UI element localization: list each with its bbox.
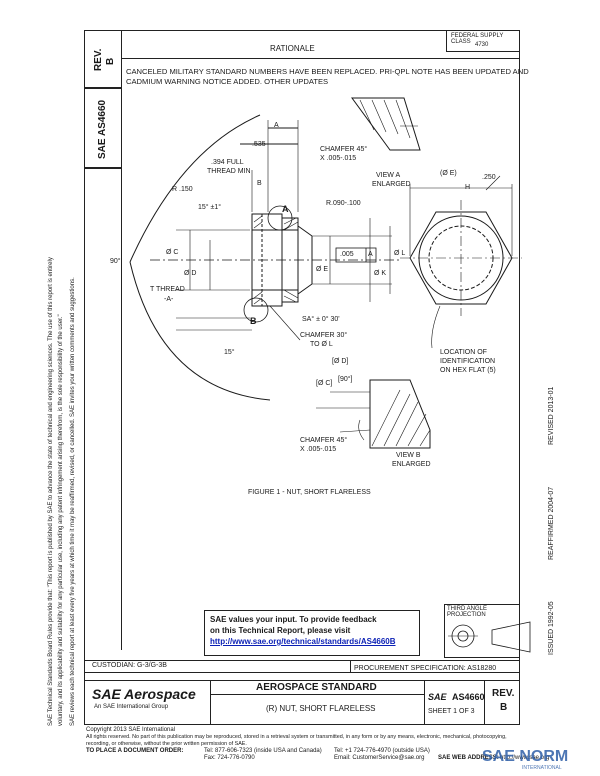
detail-label-b: B — [250, 316, 257, 326]
dim-250: .250 — [482, 174, 496, 181]
dia-e: Ø E — [316, 266, 329, 273]
tol-005: .005 — [340, 251, 354, 258]
chamfer45b-1: CHAMFER 45° — [300, 437, 348, 444]
deg15: 15° — [224, 349, 235, 356]
rights: All rights reserved. No part of this pub… — [86, 734, 507, 740]
email: Email: CustomerService@sae.org — [334, 755, 425, 761]
tel-1: Tel: 877-606-7323 (inside USA and Canada… — [204, 748, 322, 754]
chamfer30-2: TO Ø L — [310, 341, 333, 348]
sae-norm-watermark: SAE NORM INTERNATIONAL — [482, 748, 592, 772]
watermark-text: SAE NORM — [482, 748, 569, 765]
title-block — [84, 660, 520, 725]
tb-rev-value: B — [500, 702, 508, 713]
sheet-number: SHEET 1 OF 3 — [428, 708, 475, 715]
dia-d: Ø D — [184, 270, 197, 277]
dia-l: Ø L — [394, 250, 406, 257]
projection-label: THIRD ANGLE PROJECTION — [447, 606, 488, 618]
thread-t: T THREAD — [150, 286, 185, 293]
tb-divider-5 — [424, 680, 425, 725]
tb-doc-number: AS4660 — [452, 692, 485, 702]
chamfer45b-2: X .005-.015 — [300, 446, 337, 453]
dim-h: H — [465, 184, 471, 191]
projection-box: THIRD ANGLE PROJECTION — [444, 604, 520, 658]
federal-supply-code: 4730 — [475, 42, 489, 48]
view-b-1: VIEW B — [396, 452, 421, 459]
tb-divider-7 — [210, 694, 424, 695]
dim-535: .535 — [252, 141, 266, 148]
federal-supply-box: FEDERAL SUPPLY CLASS 4730 — [446, 30, 520, 52]
dim-a: A — [274, 122, 279, 129]
chamfer30-1: CHAMFER 30° — [300, 332, 348, 339]
view-a-1: VIEW A — [376, 172, 401, 179]
copyright: Copyright 2013 SAE International — [86, 727, 176, 733]
tb-rev-label: REV. — [492, 688, 515, 699]
doc-title: (R) NUT, SHORT FLARELESS — [266, 704, 376, 713]
header-divider — [122, 58, 520, 59]
column-divider — [121, 30, 122, 650]
figure-caption: FIGURE 1 - NUT, SHORT FLARELESS — [248, 489, 371, 496]
tel-2: Tel: +1 724-776-4970 (outside USA) — [334, 748, 430, 754]
tol-a: A — [368, 251, 373, 258]
dia-d2: [Ø D] — [332, 358, 349, 365]
dim-b: B — [257, 180, 262, 187]
r090: R.090-.100 — [326, 200, 361, 207]
feedback-line-1: SAE values your input. To provide feedba… — [210, 615, 377, 624]
chamfer45-2: X .005-.015 — [320, 155, 357, 162]
deg90: 90° — [110, 258, 121, 265]
watermark-sub: INTERNATIONAL — [522, 765, 562, 771]
feedback-link[interactable]: http://www.sae.org/technical/standards/A… — [210, 637, 396, 646]
rationale-heading: RATIONALE — [270, 44, 315, 53]
deg15-1: 15° ±1° — [198, 204, 222, 211]
deg90-2: [90°] — [338, 376, 353, 383]
tb-divider-6 — [484, 680, 485, 725]
brand-subtitle: An SAE International Group — [94, 704, 169, 710]
procurement: PROCUREMENT SPECIFICATION: AS18280 — [354, 665, 497, 672]
tb-divider-1 — [350, 660, 351, 672]
rights-2: recording, or otherwise, without the pri… — [86, 741, 247, 747]
r150: R .150 — [172, 186, 193, 193]
rationale-text-1: CANCELED MILITARY STANDARD NUMBERS HAVE … — [126, 67, 529, 76]
location-3: ON HEX FLAT (5) — [440, 367, 496, 374]
detail-label-a: A — [282, 204, 289, 214]
location-2: IDENTIFICATION — [440, 358, 496, 365]
tb-divider-3 — [84, 680, 520, 681]
dim-394: .394 FULL — [211, 159, 244, 166]
federal-supply-label: FEDERAL SUPPLY CLASS — [451, 33, 504, 45]
dia-e2: (Ø E) — [440, 170, 457, 177]
standard-title: AEROSPACE STANDARD — [256, 682, 377, 693]
fax: Fax: 724-776-0790 — [204, 755, 255, 761]
chamfer45-1: CHAMFER 45° — [320, 146, 368, 153]
dia-k: Ø K — [374, 270, 387, 277]
angle-arc-90-top — [129, 114, 261, 263]
web-label: SAE WEB ADDRESS: — [438, 755, 499, 761]
sa-angle: SA° ± 0° 30' — [302, 316, 340, 323]
dia-c: Ø C — [166, 249, 179, 256]
tb-divider-4 — [210, 680, 211, 725]
divider — [84, 168, 122, 169]
web-url[interactable]: http://www.sae.org — [500, 755, 550, 761]
angle-arc-90 — [129, 261, 271, 401]
tb-divider-2 — [84, 672, 520, 673]
custodian: CUSTODIAN: G-3/G-3B — [92, 662, 167, 669]
view-b-2: ENLARGED — [392, 461, 431, 468]
view-a-2: ENLARGED — [372, 181, 411, 188]
dia-c2: [Ø C] — [316, 380, 333, 387]
thread-min: THREAD MIN — [207, 168, 251, 175]
feedback-line-2: on this Technical Report, please visit — [210, 626, 351, 635]
order-label: TO PLACE A DOCUMENT ORDER: — [86, 748, 184, 754]
sae-mark: SAE — [428, 692, 447, 702]
feedback-box: SAE values your input. To provide feedba… — [204, 610, 420, 656]
location-1: LOCATION OF — [440, 349, 487, 356]
brand-logo: SAE Aerospace — [92, 686, 196, 702]
datum-a: -A- — [164, 296, 174, 303]
rationale-text-2: CADMIUM WARNING NOTICE ADDED. OTHER UPDA… — [126, 77, 329, 86]
